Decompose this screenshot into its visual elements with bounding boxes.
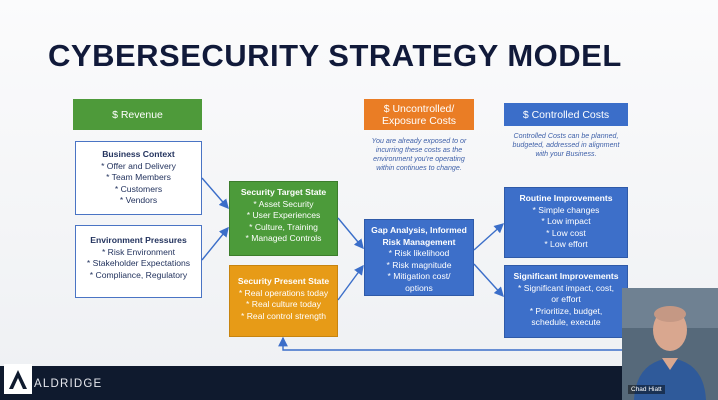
- list-item: * Risk Environment: [101, 246, 176, 257]
- list-item: * Customers: [114, 183, 163, 194]
- routine-improvements-box: Routine Improvements * Simple changes * …: [504, 187, 628, 258]
- list-item: * Real operations today: [238, 287, 329, 298]
- note-line: environment you're operating: [373, 155, 465, 163]
- arrow-gap-to-significant: [473, 263, 504, 298]
- list-item: * Low cost: [546, 227, 586, 238]
- list-item: * Managed Controls: [245, 233, 322, 244]
- list-item: * Real control strength: [240, 310, 327, 321]
- list-item: * Vendors: [119, 195, 158, 206]
- list-item: * Compliance, Regulatory: [89, 269, 188, 280]
- list-item: * Significant impact, cost,: [517, 282, 614, 293]
- list-item: * Mitigation cost/: [387, 271, 451, 282]
- list-item: schedule, execute: [531, 317, 601, 328]
- list-item: * Team Members: [106, 172, 171, 183]
- list-item: * Offer and Delivery: [101, 160, 176, 171]
- arrow-present-to-gap: [337, 264, 364, 301]
- list-item: * Simple changes: [532, 204, 600, 215]
- note-line: budgeted, addressed in alignment: [512, 141, 620, 149]
- list-item: * Low impact: [541, 216, 591, 227]
- note-line: incurring these costs as the: [375, 146, 463, 154]
- environment-pressures-box: Environment Pressures * Risk Environment…: [75, 225, 202, 298]
- uncontrolled-costs-note: You are already exposed to or incurring …: [356, 137, 482, 173]
- footer-bar: [0, 366, 718, 400]
- box-title: Security Target State: [240, 187, 327, 197]
- list-item: * Risk likelihood: [388, 248, 450, 259]
- list-item: options: [405, 282, 433, 293]
- list-item: or effort: [551, 294, 581, 305]
- list-item: * User Experiences: [246, 210, 321, 221]
- box-title-line1: Gap Analysis, Informed: [371, 225, 467, 235]
- security-present-state-box: Security Present State * Real operations…: [229, 265, 338, 337]
- uncontrolled-header-line1: $ Uncontrolled/: [383, 102, 455, 115]
- gap-analysis-box: Gap Analysis, Informed Risk Management *…: [364, 219, 474, 296]
- note-line: within continues to change.: [376, 164, 462, 172]
- significant-improvements-box: Significant Improvements * Significant i…: [504, 265, 628, 338]
- list-item: * Low effort: [544, 239, 588, 250]
- presenter-video: Chad Hiatt: [622, 288, 718, 400]
- note-line: Controlled Costs can be planned,: [513, 132, 619, 140]
- list-item: * Real culture today: [246, 299, 321, 310]
- presenter-name: Chad Hiatt: [628, 385, 665, 394]
- revenue-header: $ Revenue: [73, 99, 202, 130]
- arrow-feedback-loop: [278, 299, 641, 351]
- controlled-header-label: $ Controlled Costs: [522, 108, 610, 121]
- list-item: * Asset Security: [253, 198, 314, 209]
- business-context-box: Business Context * Offer and Delivery * …: [75, 141, 202, 215]
- note-line: with your Business.: [535, 150, 597, 158]
- presenter-avatar-icon: [622, 288, 718, 400]
- uncontrolled-costs-header: $ Uncontrolled/ Exposure Costs: [364, 99, 474, 130]
- aldridge-logo-icon: [4, 364, 32, 394]
- box-title: Environment Pressures: [90, 235, 187, 245]
- controlled-costs-header: $ Controlled Costs: [504, 103, 628, 126]
- uncontrolled-header-line2: Exposure Costs: [381, 114, 457, 127]
- box-title: Business Context: [102, 149, 175, 159]
- arrow-environment-to-target: [201, 226, 229, 261]
- list-item: * Stakeholder Expectations: [86, 258, 191, 269]
- arrow-business-to-target: [201, 177, 229, 210]
- box-title: Routine Improvements: [519, 193, 613, 203]
- box-title: Significant Improvements: [513, 271, 619, 281]
- arrow-gap-to-routine: [473, 223, 505, 251]
- arrow-target-to-gap: [337, 217, 364, 250]
- brand-name: ALDRIDGE: [34, 378, 103, 390]
- list-item: * Risk magnitude: [386, 259, 452, 270]
- box-title: Security Present State: [237, 276, 330, 286]
- revenue-header-label: $ Revenue: [112, 108, 163, 121]
- security-target-state-box: Security Target State * Asset Security *…: [229, 181, 338, 256]
- note-line: You are already exposed to or: [371, 137, 467, 145]
- box-title-line2: Risk Management: [382, 236, 456, 247]
- slide-title: CYBERSECURITY STRATEGY MODEL: [48, 38, 622, 73]
- list-item: * Prioritize, budget,: [529, 305, 603, 316]
- list-item: * Culture, Training: [249, 221, 318, 232]
- controlled-costs-note: Controlled Costs can be planned, budgete…: [498, 132, 634, 159]
